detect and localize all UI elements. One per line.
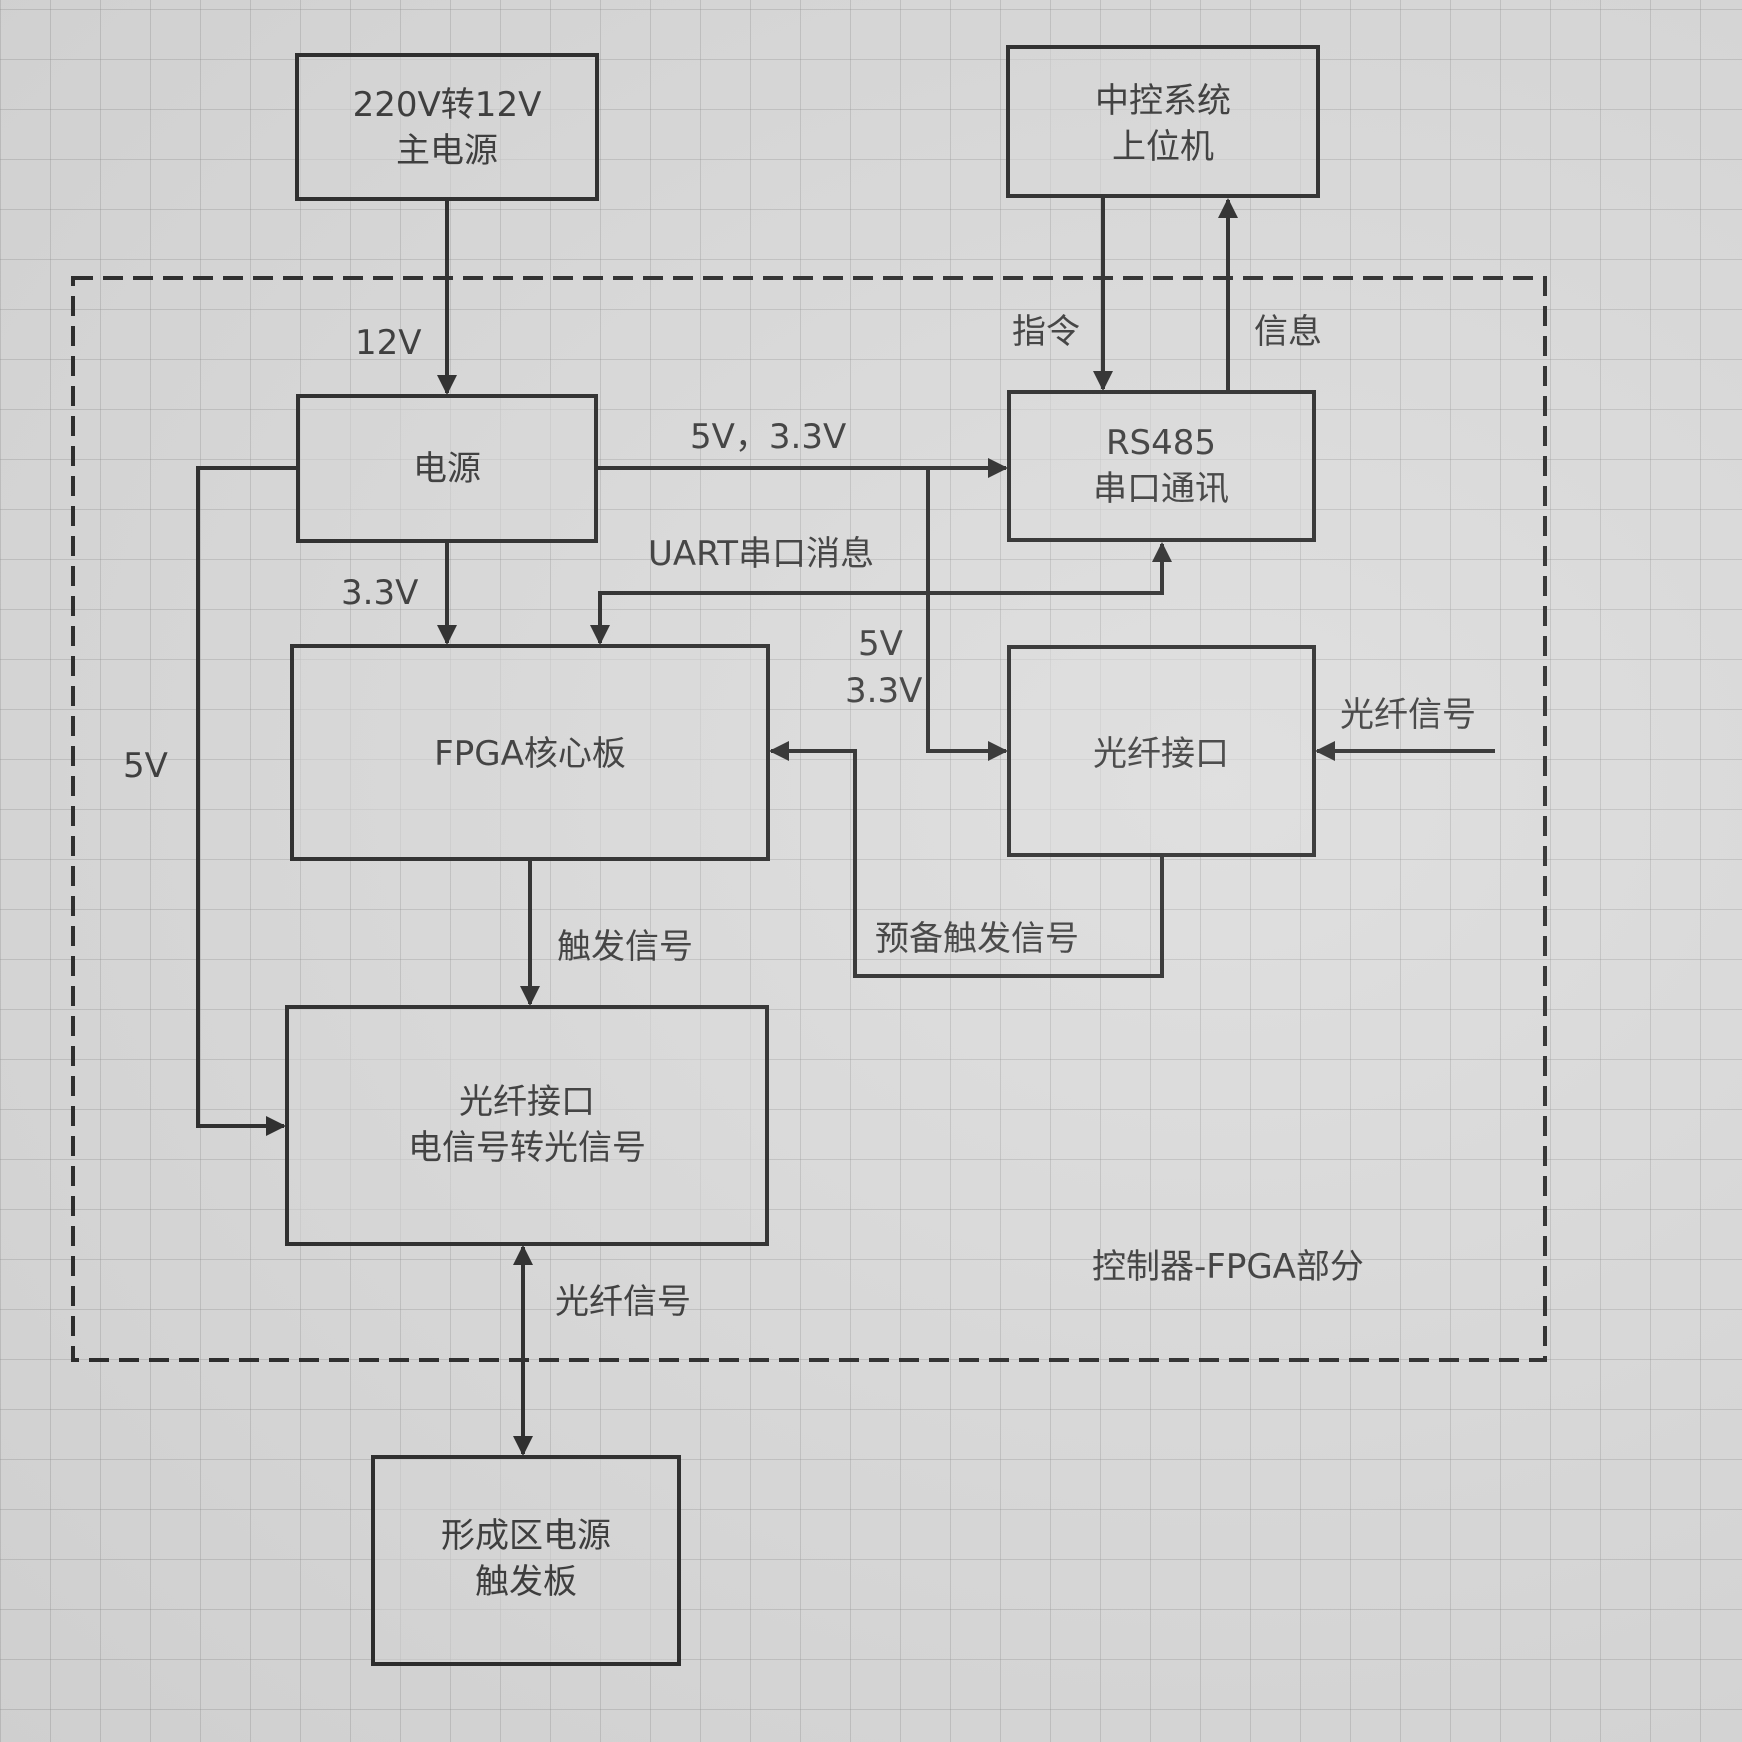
trigger-board-box: 形成区电源 触发板 [371,1455,681,1666]
fiber-interface-out-box: 光纤接口 电信号转光信号 [285,1005,769,1246]
controller-region-label: 控制器-FPGA部分 [1092,1247,1364,1287]
label-fiber-signal-out: 光纤信号 [555,1282,691,1322]
label-3v3-right: 3.3V [845,671,922,711]
wire-uart [590,542,1172,645]
fiber-out-line1: 光纤接口 [459,1082,595,1122]
main-power-line2: 主电源 [396,131,498,171]
power-label: 电源 [413,449,481,489]
fiber-in-label: 光纤接口 [1093,734,1229,774]
wire-power-to-fiber-in [926,468,1008,761]
wire-reserve-trigger [769,741,1164,978]
fiber-interface-in-box: 光纤接口 [1007,645,1316,857]
label-fiber-signal-in: 光纤信号 [1340,695,1476,735]
label-12v: 12V [355,323,422,363]
label-command: 指令 [1012,312,1080,352]
main-power-line1: 220V转12V [353,85,542,125]
fpga-core-board-box: FPGA核心板 [290,644,770,861]
label-3v3: 3.3V [341,573,418,613]
label-uart: UART串口消息 [648,534,874,574]
trigger-board-line2: 触发板 [475,1562,577,1602]
host-line1: 中控系统 [1095,81,1231,121]
controller-region-border [71,276,1547,1362]
label-info: 信息 [1254,312,1322,352]
fpga-label: FPGA核心板 [434,734,626,774]
host-computer-box: 中控系统 上位机 [1006,45,1320,198]
fiber-out-line2: 电信号转光信号 [408,1128,646,1168]
label-5v-right: 5V [858,624,903,664]
power-box: 电源 [296,394,598,543]
main-power-box: 220V转12V 主电源 [295,53,599,201]
label-trigger-signal: 触发信号 [557,927,693,967]
label-5v-left: 5V [123,746,168,786]
wire-5v-left [196,466,298,1136]
trigger-board-line1: 形成区电源 [441,1516,611,1556]
rs485-box: RS485 串口通讯 [1007,390,1316,542]
host-line2: 上位机 [1112,127,1214,167]
rs485-line2: 串口通讯 [1093,469,1229,509]
label-5v-3v3: 5V，3.3V [690,417,846,457]
rs485-line1: RS485 [1106,423,1216,463]
label-reserve-trigger: 预备触发信号 [875,919,1079,959]
